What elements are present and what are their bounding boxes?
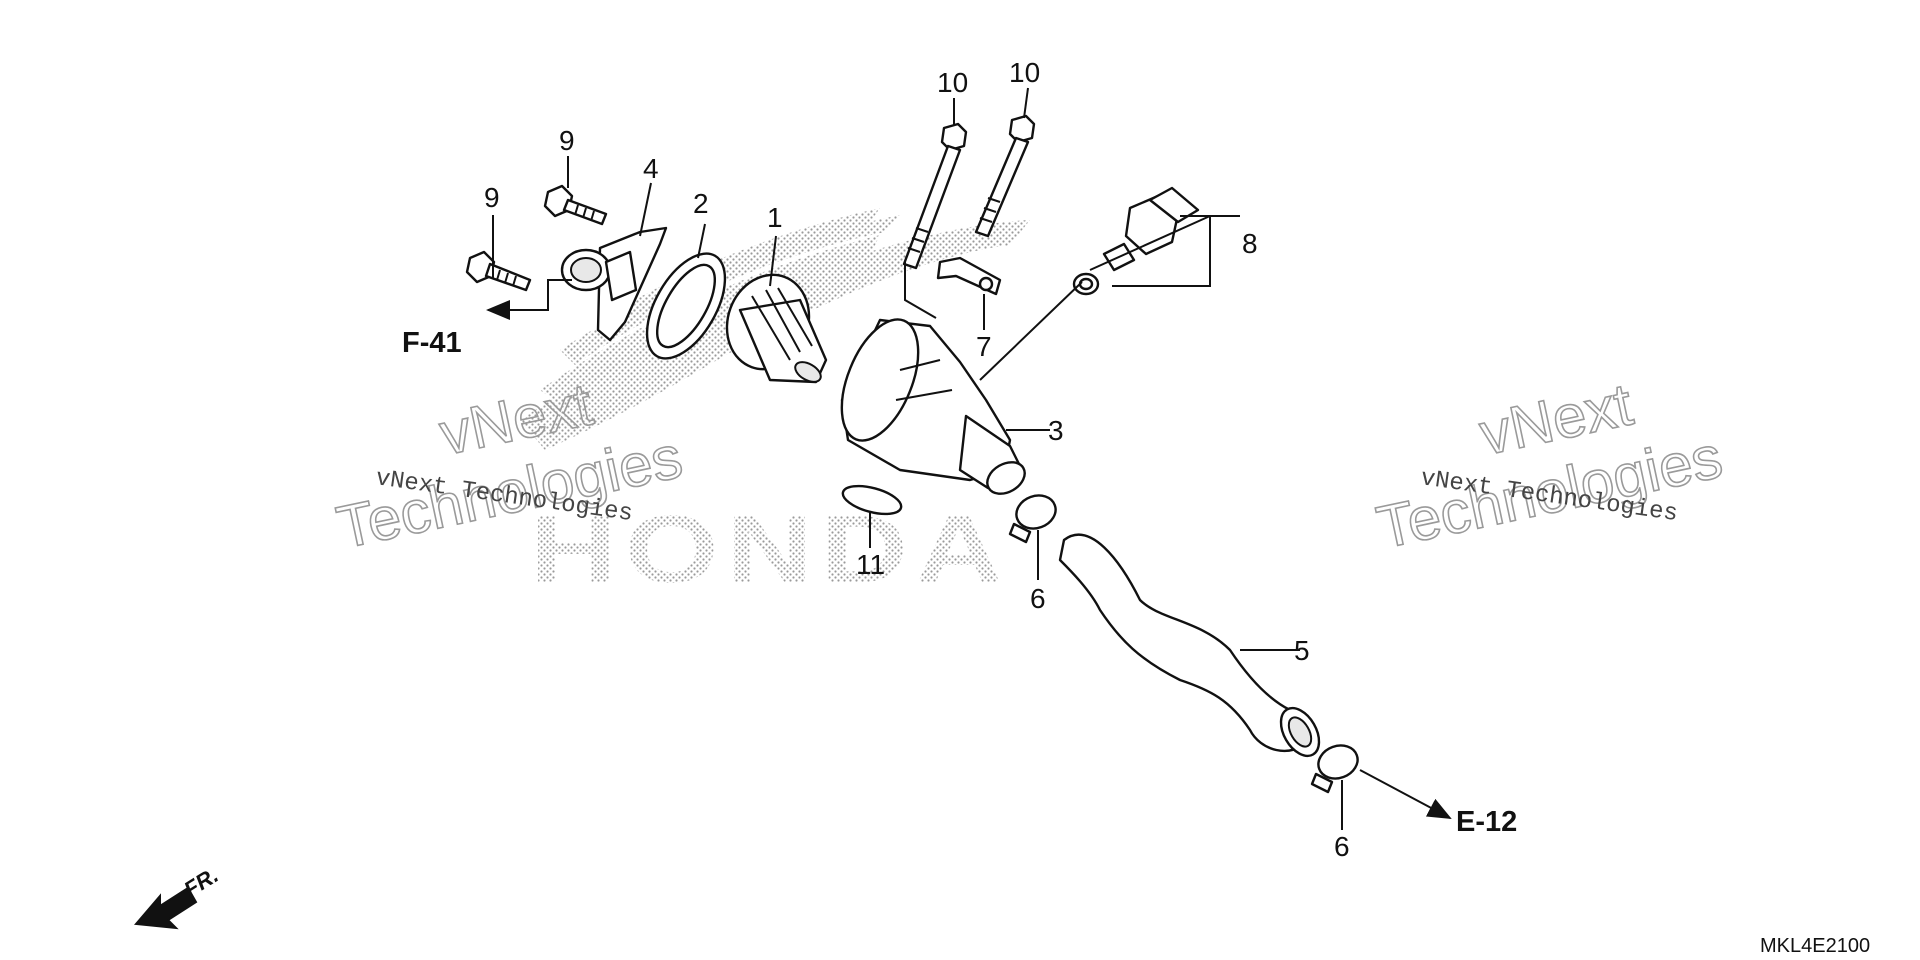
callout-9a: 9 <box>484 182 500 213</box>
watermark-right: vNext Technologies <box>1370 370 1728 563</box>
callout-9b: 9 <box>559 125 575 156</box>
callout-3: 3 <box>1048 415 1064 446</box>
honda-logo-text: HONDA <box>530 496 1010 603</box>
callout-11: 11 <box>856 549 885 580</box>
thermostat-1[interactable] <box>714 263 828 386</box>
reference-right[interactable]: E-12 <box>1456 806 1517 838</box>
hose-clamp-6a[interactable] <box>1008 490 1060 544</box>
temperature-sensor-8[interactable] <box>1072 186 1200 296</box>
leader-lines <box>486 87 1452 830</box>
o-ring-11[interactable] <box>840 481 904 520</box>
callout-2: 2 <box>693 188 709 219</box>
thermostat-cover-4[interactable] <box>560 226 668 342</box>
gasket-2[interactable] <box>631 241 741 371</box>
bracket-7[interactable] <box>936 256 1002 296</box>
callout-6b: 6 <box>1334 831 1350 862</box>
long-bolt-10a[interactable] <box>902 122 968 270</box>
thermostat-housing-3[interactable] <box>826 309 1030 500</box>
long-bolt-10b[interactable] <box>974 114 1036 238</box>
hose-5[interactable] <box>1058 533 1327 763</box>
bolt-9a[interactable] <box>465 250 532 292</box>
callout-6a: 6 <box>1030 583 1046 614</box>
callout-10b: 10 <box>1009 57 1040 88</box>
callout-8: 8 <box>1242 228 1258 259</box>
callout-7: 7 <box>976 331 992 362</box>
honda-wing-logo <box>520 208 1030 450</box>
figure-code: MKL4E2100 <box>1760 935 1870 957</box>
callout-4: 4 <box>643 153 659 184</box>
hose-clamp-6b[interactable] <box>1310 740 1362 794</box>
callout-5: 5 <box>1294 635 1310 666</box>
callout-10a: 10 <box>937 67 968 98</box>
callout-numbers: 1 2 3 4 5 6 6 7 8 9 9 10 10 11 <box>484 57 1350 862</box>
reference-left[interactable]: F-41 <box>402 327 462 359</box>
front-direction-arrow: FR. <box>133 862 223 930</box>
bolt-9b[interactable] <box>543 184 608 226</box>
callout-1: 1 <box>767 202 783 233</box>
